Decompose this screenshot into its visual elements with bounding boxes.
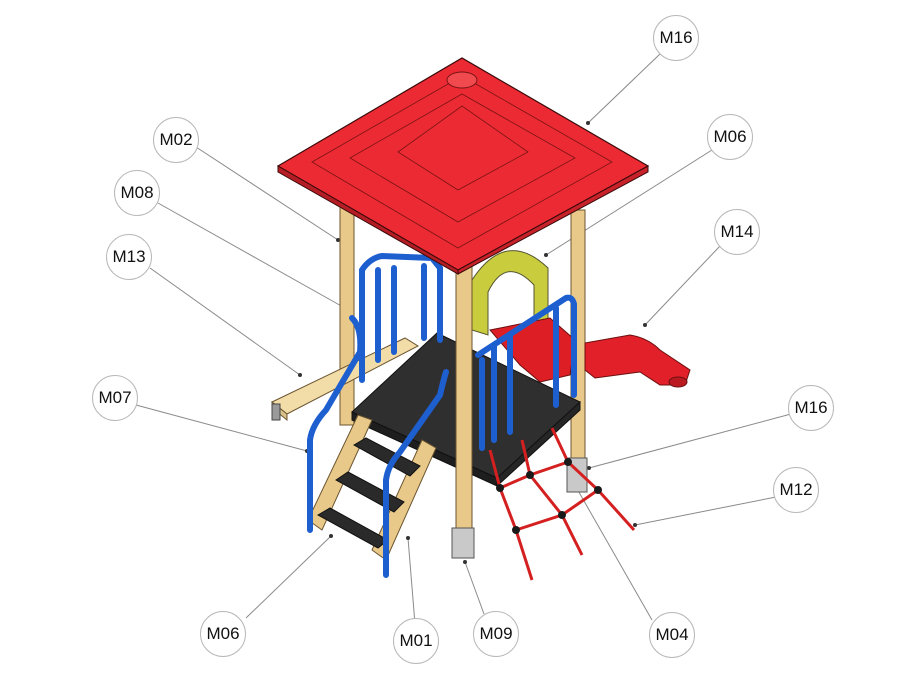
callout-m09: M09 (473, 611, 519, 657)
callout-m14: M14 (714, 209, 760, 255)
callout-m16-right: M16 (788, 385, 834, 431)
stair-handrails (307, 315, 449, 578)
callout-m13: M13 (106, 234, 152, 280)
callout-m02: M02 (153, 117, 199, 163)
red-roof (276, 57, 650, 275)
blue-railing-back (359, 252, 443, 383)
back-left-post (339, 204, 355, 426)
post-anchor (451, 527, 475, 559)
callout-m12: M12 (773, 467, 819, 513)
callout-m04: M04 (649, 612, 695, 658)
blue-railing-front (475, 294, 577, 451)
leader-arrow-tips (298, 121, 647, 564)
climbing-net (488, 427, 636, 581)
front-post (455, 264, 473, 541)
callout-m16-top: M16 (653, 15, 699, 61)
leader-lines (135, 53, 792, 625)
callout-m08: M08 (114, 170, 160, 216)
callout-m06-top: M06 (707, 114, 753, 160)
callout-m01: M01 (393, 618, 439, 664)
stairs (307, 414, 437, 561)
callout-m06-left: M06 (200, 611, 246, 657)
callout-m07: M07 (92, 375, 138, 421)
net-knots (496, 458, 602, 534)
